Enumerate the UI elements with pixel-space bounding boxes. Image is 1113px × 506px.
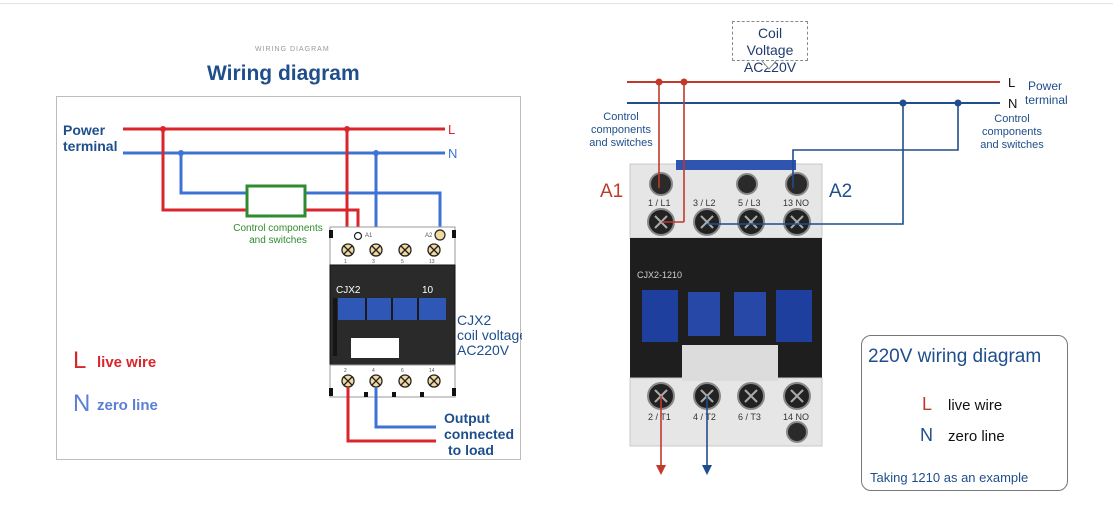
right-legend-box: 220V wiring diagram L live wire N zero l…	[861, 335, 1068, 491]
top-terminal-label: 5 / L3	[738, 198, 761, 208]
control-right-label-3: and switches	[980, 139, 1044, 151]
screw-terminal	[786, 421, 808, 443]
output-live-arrow	[656, 465, 666, 475]
device-number-label: 10	[422, 285, 434, 296]
bottom-terminal-label: 6 / T3	[738, 412, 761, 422]
legend-text-zero: zero line	[97, 397, 158, 414]
output-label-1: Output	[444, 410, 490, 426]
blue-window	[642, 290, 678, 342]
device-text-2: coil voltage	[457, 327, 522, 343]
legend-letter-N: N	[73, 390, 90, 417]
device-model-label: CJX2	[336, 285, 361, 296]
A1-label: A1	[600, 181, 623, 202]
contactor-model-label: CJX2-1210	[637, 270, 682, 280]
bottom-terminal-label: 14 NO	[783, 412, 809, 422]
control-right-label-2: components	[982, 126, 1042, 138]
coil-voltage-box: Coil Voltage AC220V	[732, 21, 808, 75]
control-left-label-1: Control	[603, 111, 638, 123]
bus-L-label: L	[448, 122, 455, 137]
A2-label: A2	[829, 181, 852, 202]
contactor-white-label	[351, 338, 399, 358]
control-label-1: Control components	[233, 223, 323, 234]
bus-N-label: N	[448, 146, 457, 161]
caption-pointer	[761, 60, 777, 70]
bottom-terminal-label: 4 / T2	[693, 412, 716, 422]
coil-screw-mid	[736, 173, 758, 195]
output-zero-arrow	[702, 465, 712, 475]
bottom-pin-label: 6	[401, 368, 404, 374]
bottom-screw-terminals	[341, 374, 441, 388]
control-zero-wire	[179, 153, 247, 195]
coil-voltage-line-1: Coil Voltage	[746, 25, 794, 58]
output-zero-wire	[374, 387, 436, 429]
coil-terminal-A2	[434, 229, 446, 241]
zero-to-L2	[707, 103, 904, 225]
top-pin-label: 5	[401, 259, 404, 265]
output-live-wire	[346, 387, 436, 443]
power-terminal-label-2: terminal	[63, 138, 117, 154]
coil-screw-A1	[649, 172, 673, 196]
output-label-2: connected	[444, 426, 514, 442]
legend-title: 220V wiring diagram	[868, 346, 1042, 367]
control-right-label-1: Control	[994, 113, 1029, 125]
control-label-2: and switches	[249, 235, 307, 246]
control-switch-box	[245, 184, 307, 218]
top-terminal-label: 3 / L2	[693, 198, 716, 208]
device-text-3: AC220V	[457, 342, 510, 358]
contactor-grey-panel	[682, 345, 778, 381]
coil-pin-A1: A1	[365, 233, 373, 239]
top-terminal-label: 1 / L1	[648, 198, 671, 208]
control-left-label-3: and switches	[589, 137, 653, 149]
device-text-1: CJX2	[457, 312, 491, 328]
zero-to-A2	[792, 103, 959, 188]
power-terminal-label-1: Power	[63, 122, 106, 138]
blue-window	[776, 290, 812, 342]
bottom-pin-label: 2	[344, 368, 347, 374]
control-live-wire	[161, 129, 247, 212]
output-label-3: to load	[448, 442, 494, 458]
legend-letter-L: L	[73, 347, 86, 374]
coil-pin-A2: A2	[425, 233, 433, 239]
bottom-pin-label: 14	[429, 368, 435, 374]
blue-window	[688, 292, 720, 336]
top-screw-terminals	[341, 243, 441, 257]
legend-text-live: live wire	[97, 354, 156, 371]
blue-window	[734, 292, 766, 336]
coil-screw-A2	[785, 172, 809, 196]
small-caption: WIRING DIAGRAM	[255, 46, 330, 53]
top-pin-label: 3	[372, 259, 375, 265]
bottom-terminal-label: 2 / T1	[648, 412, 671, 422]
legend-note: Taking 1210 as an example	[870, 470, 1029, 485]
top-pin-label: 13	[429, 259, 435, 265]
legend-text-zero: zero line	[948, 428, 1005, 445]
top-terminal-label: 13 NO	[783, 198, 809, 208]
legend-letter-L: L	[922, 394, 933, 414]
left-wiring-diagram: Power terminal L N Control components an…	[56, 96, 522, 460]
bus-N-label: N	[1008, 96, 1017, 111]
power-terminal-label-2: terminal	[1025, 93, 1068, 107]
top-pin-label: 1	[344, 259, 347, 265]
bus-L-label: L	[1008, 75, 1015, 90]
top-divider	[0, 3, 1113, 4]
coil-terminal-A1	[353, 231, 363, 241]
control-left-label-2: components	[591, 124, 651, 136]
legend-letter-N: N	[920, 425, 933, 445]
bottom-pin-label: 4	[372, 368, 375, 374]
power-terminal-label-1: Power	[1028, 79, 1062, 93]
legend-text-live: live wire	[948, 397, 1003, 414]
right-contactor-diagram: CJX2-1210 1 / L1 3 / L2 5 / L3 13 NO 2 /…	[589, 60, 1068, 475]
left-title: Wiring diagram	[207, 62, 360, 85]
control-out-zero	[305, 191, 442, 234]
